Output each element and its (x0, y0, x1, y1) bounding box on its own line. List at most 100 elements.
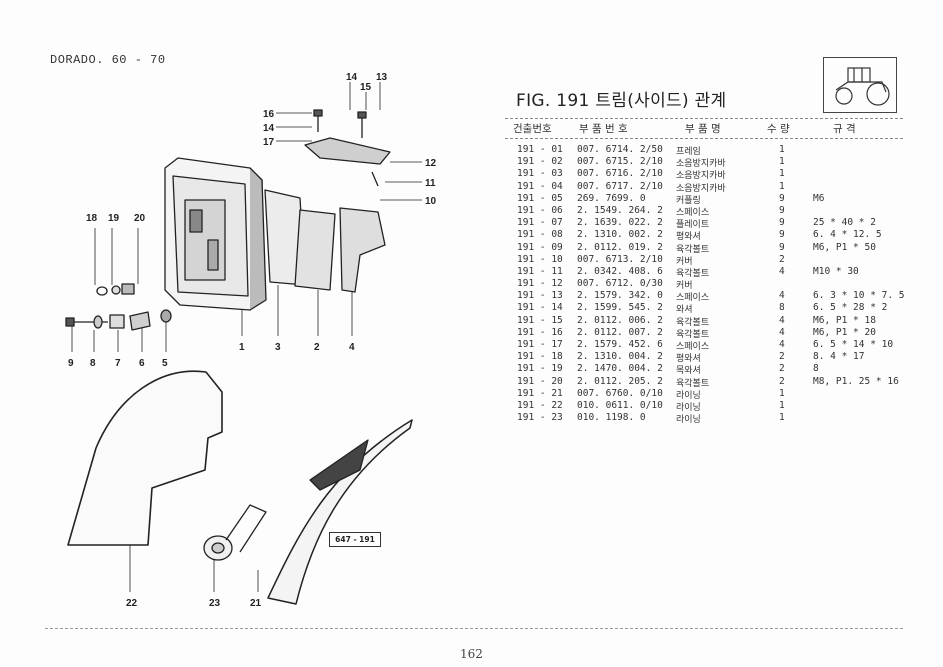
callout-21: 21 (250, 598, 262, 609)
table-body: 191 - 01 007. 6714. 2/50 프레임 1 191 - 02 007. … (505, 144, 905, 426)
cell-part-no: 2. 0112. 006. 2 (577, 314, 663, 326)
cell-code: 191 - 14 (517, 302, 563, 314)
cell-qty: 1 (779, 412, 785, 424)
cell-code: 191 - 18 (517, 351, 563, 363)
cell-qty: 4 (779, 339, 785, 350)
cell-part-no: 010. 0611. 0/10 (577, 399, 663, 411)
cell-name: 라이닝 (676, 390, 701, 401)
cell-qty: 1 (779, 156, 785, 168)
callout-20: 20 (134, 213, 146, 224)
cell-spec: 6. 5 * 14 * 10 (813, 339, 894, 350)
callout-10: 10 (425, 196, 437, 207)
cell-spec: M6, P1 * 50 (813, 241, 876, 253)
callout-14a: 14 (346, 72, 358, 83)
cell-code: 191 - 02 (517, 156, 563, 168)
cell-spec: 6. 3 * 10 * 7. 5 (813, 290, 905, 302)
callout-11: 11 (425, 178, 436, 189)
cell-code: 191 - 06 (517, 204, 563, 216)
cell-code: 191 - 03 (517, 168, 563, 180)
callout-4: 4 (349, 342, 355, 353)
cell-qty: 4 (779, 265, 785, 277)
cell-part-no: 269. 7699. 0 (577, 192, 646, 204)
cell-part-no: 2. 1599. 545. 2 (577, 302, 663, 314)
callout-13: 13 (376, 72, 388, 83)
cell-code: 191 - 11 (517, 265, 563, 277)
cell-spec: 8 (813, 363, 819, 375)
callout-22: 22 (126, 598, 138, 609)
cell-spec: 25 * 40 * 2 (813, 217, 876, 229)
cell-part-no: 007. 6760. 0/10 (577, 387, 663, 399)
tractor-icon (823, 57, 897, 113)
table-header-rule (505, 138, 903, 139)
callout-12: 12 (425, 158, 437, 169)
cell-qty: 1 (779, 180, 785, 192)
cell-part-no: 2. 1579. 452. 6 (577, 339, 663, 350)
callout-16: 16 (263, 109, 275, 120)
cell-name: 목와셔 (676, 366, 701, 377)
cell-part-no: 2. 0112. 007. 2 (577, 326, 663, 338)
cell-qty: 1 (779, 399, 785, 411)
page-number: 162 (460, 647, 483, 661)
cell-code: 191 - 07 (517, 217, 563, 229)
cell-name: 라이닝 (676, 402, 701, 413)
cell-qty: 1 (779, 168, 785, 180)
cell-name: 커버 (676, 256, 693, 267)
cell-code: 191 - 23 (517, 412, 563, 424)
cell-name: 커플링 (676, 195, 701, 206)
cell-name: 소음방지카바 (676, 171, 726, 182)
callout-5: 5 (162, 358, 168, 369)
cell-name: 스페이스 (676, 207, 710, 218)
cell-code: 191 - 10 (517, 253, 563, 265)
cell-part-no: 2. 0112. 205. 2 (577, 375, 663, 387)
cell-name: 프레임 (676, 147, 701, 157)
cell-code: 191 - 13 (517, 290, 563, 302)
cell-name: 스페이스 (676, 293, 710, 304)
header-code: 건출번호 (513, 123, 552, 135)
cell-part-no: 007. 6712. 0/30 (577, 278, 663, 290)
cell-spec: 6. 5 * 28 * 2 (813, 302, 888, 314)
table-header: 건출번호 부 품 번 호 부 품 명 수 량 규 격 (505, 118, 903, 138)
cell-code: 191 - 05 (517, 192, 563, 204)
cell-name: 플레이트 (676, 220, 710, 231)
cell-name: 육각볼트 (676, 268, 710, 279)
callout-14b: 14 (263, 123, 275, 134)
cell-qty: 2 (779, 351, 785, 363)
cell-qty: 8 (779, 302, 785, 314)
cell-name: 스페이스 (676, 342, 710, 352)
cell-part-no: 2. 1639. 022. 2 (577, 217, 663, 229)
cell-name: 육각볼트 (676, 378, 710, 389)
cell-qty: 2 (779, 363, 785, 375)
header-part-no: 부 품 번 호 (579, 123, 628, 135)
table-top-rule (505, 118, 903, 119)
cell-spec: M10 * 30 (813, 265, 859, 277)
cell-code: 191 - 01 (517, 144, 563, 155)
cell-name: 커버 (676, 281, 693, 292)
callout-19: 19 (108, 213, 120, 224)
cell-part-no: 007. 6713. 2/10 (577, 253, 663, 265)
cell-part-no: 007. 6714. 2/50 (577, 144, 663, 155)
cell-part-no: 2. 1579. 342. 0 (577, 290, 663, 302)
cell-qty: 4 (779, 314, 785, 326)
cell-code: 191 - 21 (517, 387, 563, 399)
footer-rule (45, 628, 903, 629)
cell-part-no: 007. 6717. 2/10 (577, 180, 663, 192)
parts-table: 건출번호 부 품 번 호 부 품 명 수 량 규 격 191 - 01 007. … (505, 118, 905, 425)
cell-name: 라이닝 (676, 415, 701, 426)
cell-part-no: 010. 1198. 0 (577, 412, 646, 424)
cell-code: 191 - 08 (517, 229, 563, 241)
cell-name: 소음방지카바 (676, 183, 726, 194)
cell-qty: 4 (779, 326, 785, 338)
callout-6: 6 (139, 358, 145, 369)
